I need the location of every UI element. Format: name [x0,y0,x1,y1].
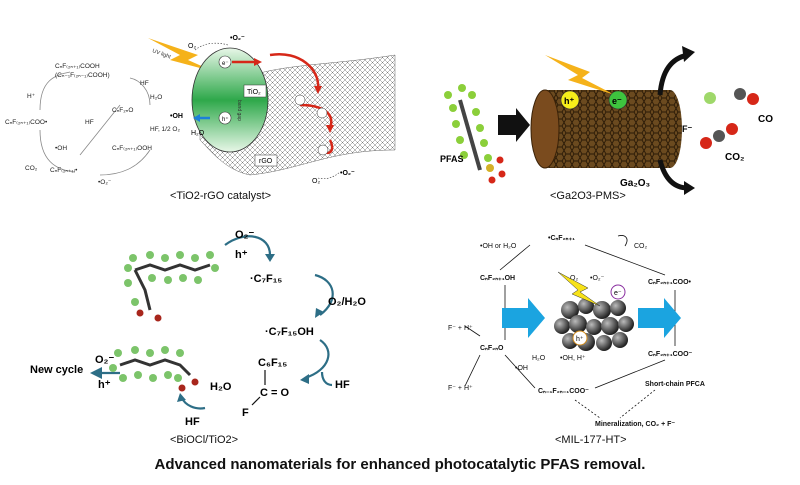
cycle-ooh: CₙF₍₂ₙ₊₁₎OOH [112,145,152,152]
pfas-label: PFAS [440,154,464,164]
mil-fh2: F⁻ + H⁺ [448,385,473,392]
c-double-o-label: C = O [260,387,289,399]
reaction-cycle-arrows [182,236,333,408]
hf-right: HF [335,379,350,391]
co-label: CO [758,114,773,125]
hf-bottom: HF [185,416,200,428]
mil-hole-label: h⁺ [576,336,584,343]
mil-bottom-coo: Cₙ₋₁F₂ₙ₋₁COO⁻ [538,388,589,395]
cycle-cooh2: (Cₙ₋₁F₍₂ₙ₋₁₎COOH) [55,72,110,79]
mil-co2: CO₂ [634,243,648,250]
h-plus-left: h⁺ [98,379,111,391]
mil-diagram: •CₙF₂ₙ₊₁ •OH or H₂O CO₂ CₙF₂ₙ₊₁OH CₙF₂ₙ₊… [420,210,800,450]
mil-short-chain: Short-chain PFCA [645,381,705,388]
panel-ga2o3-pms: PFAS h⁺ e⁻ Ga₂O₃ F⁻ CO CO₂ <Ga2O3-PMS> [420,0,800,210]
co2-label: CO₂ [725,152,744,163]
mil-o2-radical: •O₂⁻ [590,275,605,282]
light-bolt-icon [545,55,615,95]
panel-tio2-rgo: H⁺ CₙF₍₂ₙ₊₁₎COOH (Cₙ₋₁F₍₂ₙ₋₁₎COOH) HF H₂… [0,0,400,210]
cycle-o2minus: •O₂⁻ [98,179,112,186]
mil-left-oh: CₙF₂ₙ₊₁OH [480,275,515,282]
o2-radical-bottom: •O₂⁻ [340,170,355,177]
co-molecule [734,88,759,105]
cycle-co2: CO₂ [25,165,38,172]
tio2-label: TiO₂ [247,89,261,96]
mil-ohh: •OH, H⁺ [560,355,586,362]
cycle-h2o: H₂O [150,94,162,101]
tio2-panel-label: <TiO2-rGO catalyst> [170,190,271,202]
oh-left: •OH [170,113,183,120]
cycle-hplus: H⁺ [27,93,36,100]
cycle-coo: CₙF₍₂ₙ₊₁₎COO• [5,119,48,126]
h2o-label: H₂O [210,381,232,393]
c7f15oh-label: ·C₇F₁₅OH [265,326,314,338]
o2-radical-top: •O₂⁻ [230,35,245,42]
cycle-cnf2no: CₙF₂ₙO [112,107,133,114]
mil-top-radical: •CₙF₂ₙ₊₁ [548,235,575,242]
o2-bottom: O₂ [312,178,320,185]
o2-minus-left: O₂⁻ [95,354,114,366]
o2-h2o-label: O₂/H₂O [328,296,366,308]
c6f15-label: C₆F₁₅ [258,357,287,369]
pfoa-molecule-bottom [109,346,199,392]
ga2o3-diagram: PFAS h⁺ e⁻ Ga₂O₃ F⁻ CO CO₂ [420,0,800,210]
mil-oh-or-h2o: •OH or H₂O [480,243,517,250]
cycle-radical: CₙF₍₂ₙ₊₁₎• [50,167,78,174]
cycle-cooh: CₙF₍₂ₙ₊₁₎COOH [55,63,100,70]
mil-panel-label: <MIL-177-HT> [555,434,627,446]
mil-h2o: H₂O [532,355,546,362]
input-arrow [498,108,530,142]
pfoa-molecule-top [124,251,219,322]
rod-label: Ga₂O₃ [620,178,651,189]
electron-label: e⁻ [222,61,229,67]
biocl-diagram: O₂⁻ h⁺ ·C₇F₁₅ O₂/H₂O ·C₇F₁₅OH HF C₆F₁₅ C… [0,210,400,450]
uv-label: UV light [151,48,172,60]
co2-molecule [700,123,738,149]
h2o-left: H₂O [191,130,205,137]
tio2-rgo-diagram: H⁺ CₙF₍₂ₙ₊₁₎COOH (Cₙ₋₁F₍₂ₙ₋₁₎COOH) HF H₂… [0,0,400,210]
panel-biocl-tio2: O₂⁻ h⁺ ·C₇F₁₅ O₂/H₂O ·C₇F₁₅OH HF C₆F₁₅ C… [0,210,400,450]
mil-particle-cluster [554,298,634,351]
mil-left-o: CₙF₂ₙO [480,345,504,352]
o2-minus-top: O₂⁻ [235,229,254,241]
fluoride-atom [704,92,716,104]
c7f15-label: ·C₇F₁₅ [250,273,282,285]
mil-mineralization: Mineralization, CO₂ + F⁻ [595,421,675,428]
figure-caption: Advanced nanomaterials for enhanced phot… [0,456,800,473]
band-gap-label: band gap [236,100,242,121]
cycle-hf-half: HF, 1/2 O₂ [150,126,180,133]
output-arrow-up [660,55,688,95]
hole-label: h⁺ [222,116,229,123]
ga2o3-panel-label: <Ga2O3-PMS> [550,190,626,202]
o2-top: O₂ [188,43,196,50]
electron-label: e⁻ [612,96,622,106]
h-plus-top: h⁺ [235,249,248,261]
mil-right-cooh: CₙF₂ₙ₊₁COO⁻ [648,351,693,358]
cycle-oh: •OH [55,145,67,152]
rgo-label: rGO [259,158,273,165]
f-label: F [242,407,249,419]
cycle-hf-mid: HF [85,119,94,126]
panel-mil-177-ht: •CₙF₂ₙ₊₁ •OH or H₂O CO₂ CₙF₂ₙ₊₁OH CₙF₂ₙ₊… [420,210,800,450]
cycle-hf-top: HF [140,80,149,87]
mil-right-coo: CₙF₂ₙ₊₁COO• [648,279,692,286]
new-cycle-line1: New cycle [30,364,83,376]
pfas-molecule [444,84,506,184]
biocl-panel-label: <BiOCl/TiO2> [170,434,238,446]
hole-label: h⁺ [564,96,574,106]
fminus-label: F⁻ [682,124,692,134]
mil-electron-label: e⁻ [614,290,622,297]
